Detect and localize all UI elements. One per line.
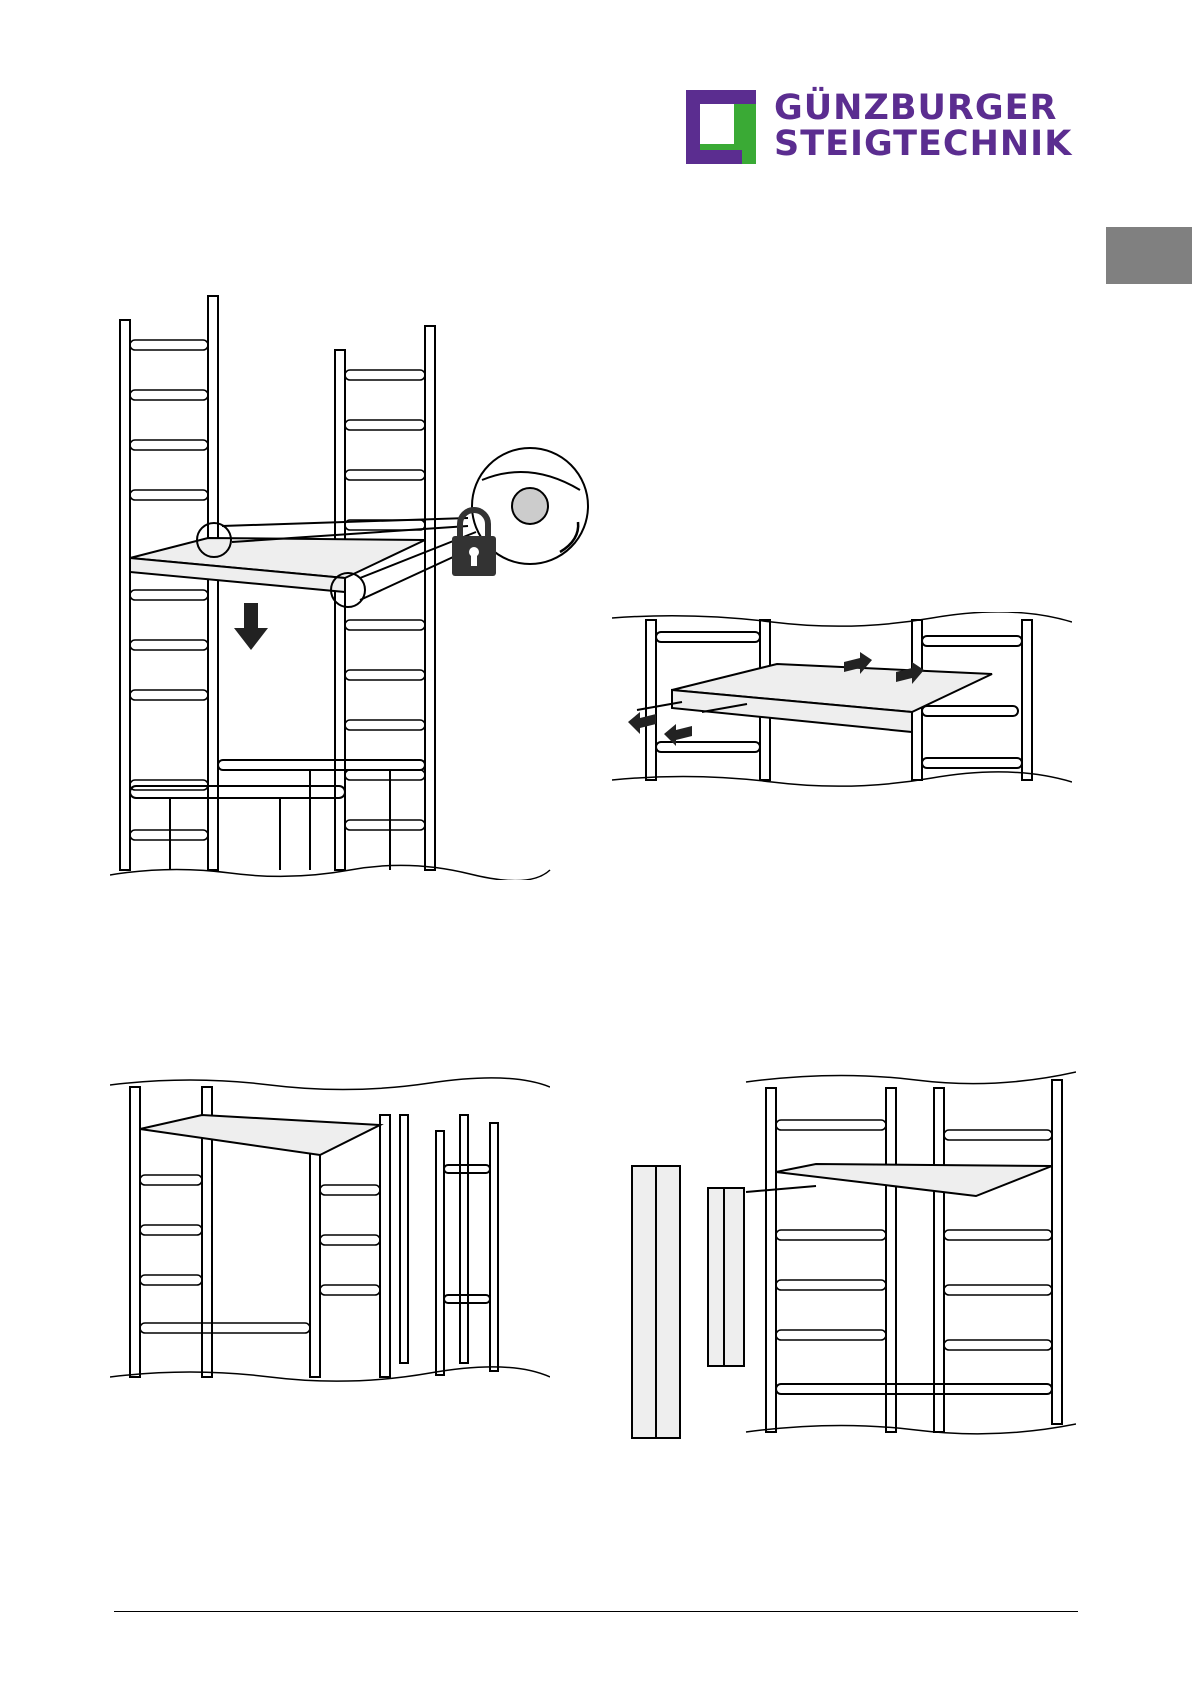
brand-line-2: STEIGTECHNIK [774,124,1072,164]
logo-mark-icon [686,90,756,164]
down-arrow-icon [234,603,268,650]
brand-line-1: GÜNZBURGER [774,88,1057,128]
figure-attach-frames [110,1075,550,1385]
chapter-tab [1106,227,1192,284]
figure-attach-toeboards [616,1040,1076,1450]
footer-rule [114,1611,1078,1612]
brand-logo: GÜNZBURGER STEIGTECHNIK [686,90,1078,164]
figure-platform-insert [110,290,610,880]
figure-platform-pins [612,612,1072,802]
